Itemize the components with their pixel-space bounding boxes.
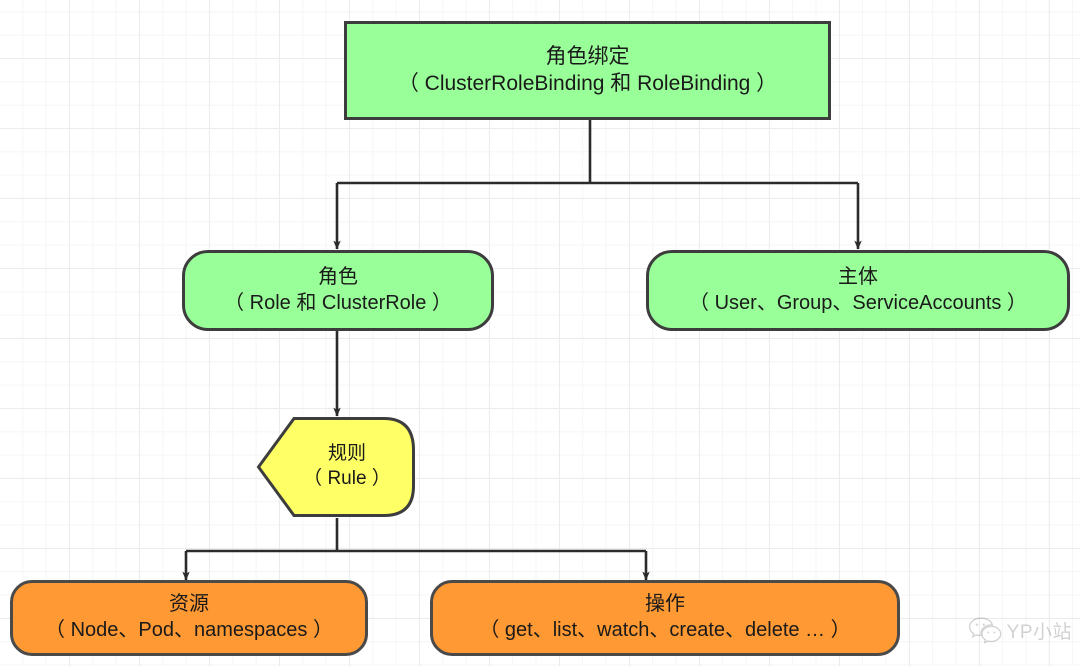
node-role-binding[interactable]: 角色绑定 （ ClusterRoleBinding 和 RoleBinding … [344, 21, 831, 120]
node-operation-line1: 操作 [645, 593, 685, 616]
node-operation-line2: （ get、list、watch、create、delete … ） [479, 619, 851, 641]
node-role[interactable]: 角色 （ Role 和 ClusterRole ） [182, 250, 494, 331]
node-role-line2: （ Role 和 ClusterRole ） [224, 291, 452, 314]
node-subject-line2: （ User、Group、ServiceAccounts ） [689, 291, 1027, 314]
node-rule[interactable]: 规则 （ Rule ） [256, 416, 416, 518]
node-role-binding-line2: （ ClusterRoleBinding 和 RoleBinding ） [397, 71, 778, 95]
node-rule-line2: （ Rule ） [303, 468, 391, 489]
node-resource-line1: 资源 [169, 593, 209, 616]
rule-shape [256, 417, 415, 517]
node-rule-line1: 规则 [327, 443, 366, 465]
edge-rolebinding-bus [337, 120, 858, 185]
edge-rule-bus [186, 518, 646, 553]
node-subject[interactable]: 主体 （ User、Group、ServiceAccounts ） [646, 250, 1070, 331]
node-role-line1: 角色 [318, 265, 358, 288]
node-subject-line1: 主体 [838, 265, 878, 288]
node-operation[interactable]: 操作 （ get、list、watch、create、delete … ） [430, 580, 900, 656]
node-resource[interactable]: 资源 （ Node、Pod、namespaces ） [10, 580, 368, 656]
node-role-binding-line1: 角色绑定 [545, 44, 630, 68]
node-resource-line2: （ Node、Pod、namespaces ） [45, 619, 333, 641]
